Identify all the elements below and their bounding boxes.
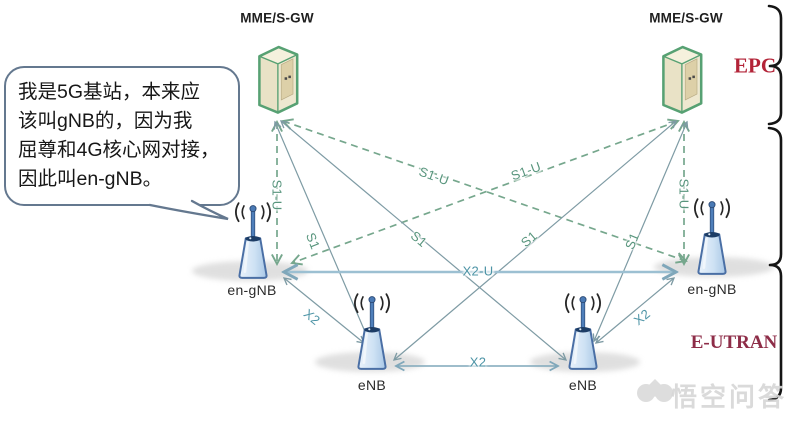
speech-bubble-tail [148, 199, 229, 221]
epc-region-label: EPC [734, 53, 776, 78]
watermark-text: 悟空问答 [671, 382, 788, 412]
epc-brace [767, 4, 783, 126]
enb-right-tower-icon [564, 292, 602, 371]
mme-sgw-right-label: MME/S-GW [649, 10, 723, 26]
link-s1-mmeR-enbL [394, 121, 676, 360]
x2u-label: X2-U [462, 263, 494, 279]
speech-bubble-line: 因此叫en-gNB。 [18, 168, 163, 190]
enb-left-tower-icon [353, 292, 391, 371]
engnb-right-tower-icon [693, 197, 731, 276]
speech-bubble-line: 屈尊和4G核心网对接， [18, 139, 220, 161]
mme-sgw-left-label: MME/S-GW [240, 10, 314, 26]
link-x2-engnbR-enbR [596, 278, 674, 343]
engnb-left-tower-icon [234, 201, 272, 280]
engnb-left-label: en-gNB [227, 282, 277, 298]
speech-bubble: 我是5G基站，本来应 该叫gNB的，因为我 屈尊和4G核心网对接， 因此叫en-… [4, 66, 240, 206]
enb-left-label: eNB [357, 377, 387, 393]
s1u-right-vertical-label: S1-U [676, 178, 692, 210]
eutran-brace [767, 126, 783, 402]
mme-sgw-left-icon [258, 45, 299, 114]
watermark-logo-icon [637, 379, 673, 402]
eutran-region-label: E-UTRAN [690, 332, 778, 353]
link-x2-engnbL-enbL [284, 278, 364, 343]
s1u-left-vertical-label: S1-U [269, 179, 285, 211]
link-s1u-mmeR-engnbL [292, 121, 678, 263]
speech-bubble-line: 我是5G基站，本来应 [18, 81, 201, 103]
enb-right-label: eNB [568, 377, 598, 393]
x2-horizontal-label: X2 [469, 354, 487, 370]
speech-bubble-line: 该叫gNB的，因为我 [18, 110, 193, 132]
engnb-right-label: en-gNB [687, 281, 737, 297]
mme-sgw-right-icon [662, 45, 703, 114]
